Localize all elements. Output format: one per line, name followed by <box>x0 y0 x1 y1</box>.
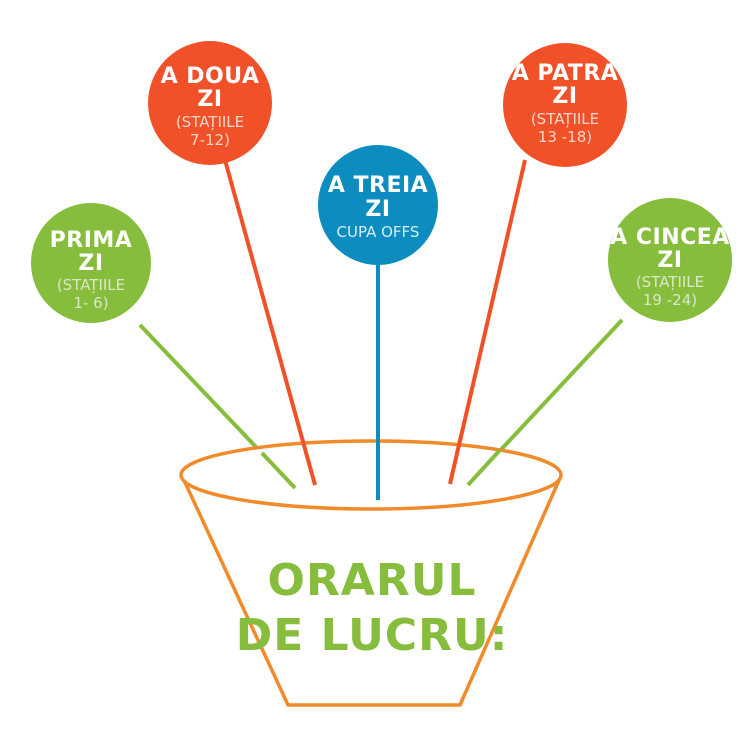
balloon-day-3-day: ZI <box>365 197 390 222</box>
balloon-day-5-detail-1: (STAȚIILE <box>636 273 704 291</box>
pot-title-line-1: ORARUL <box>268 555 477 606</box>
balloon-day-1-day: ZI <box>78 251 103 276</box>
balloon-day-2-detail-2: 7-12) <box>190 131 230 149</box>
stick-day-4-inner <box>448 435 463 485</box>
pot-title-line-2: DE LUCRU: <box>236 610 509 661</box>
stick-day-2-inner <box>300 437 317 486</box>
balloon-day-2: A DOUA ZI (STAȚIILE 7-12) <box>148 41 272 165</box>
balloon-day-1-detail-2: 1- 6) <box>73 294 108 312</box>
balloon-day-2-day: ZI <box>197 87 222 112</box>
balloon-day-3-detail-1: CUPA OFFS <box>337 223 420 241</box>
balloon-day-1-title: PRIMA <box>50 228 133 253</box>
pot <box>179 439 563 707</box>
stick-day-4 <box>448 159 527 485</box>
balloon-day-4-detail-1: (STAȚIILE <box>531 110 599 128</box>
balloon-day-5: A CINCEA ZI (STAȚIILE 19 -24) <box>608 198 732 322</box>
balloon-day-5-day: ZI <box>657 248 682 273</box>
stick-day-1-inner <box>260 451 297 490</box>
stick-day-2 <box>223 159 317 486</box>
balloon-day-5-title: A CINCEA <box>610 225 730 250</box>
stick-day-5-inner <box>466 448 502 487</box>
balloon-day-4-title: A PATRA <box>512 61 619 86</box>
balloon-day-1-detail-1: (STAȚIILE <box>57 276 125 294</box>
balloon-day-2-detail-1: (STAȚIILE <box>176 113 244 131</box>
balloon-day-4-day: ZI <box>552 84 577 109</box>
balloon-day-4-detail-2: 13 -18) <box>538 128 592 146</box>
balloon-day-3-title: A TREIA <box>328 173 428 198</box>
balloon-day-3: A TREIA ZI CUPA OFFS <box>318 145 438 265</box>
balloon-day-2-title: A DOUA <box>161 64 260 89</box>
balloon-day-1: PRIMA ZI (STAȚIILE 1- 6) <box>31 203 151 323</box>
balloon-day-4: A PATRA ZI (STAȚIILE 13 -18) <box>503 43 627 167</box>
balloon-day-5-detail-2: 19 -24) <box>643 291 697 309</box>
